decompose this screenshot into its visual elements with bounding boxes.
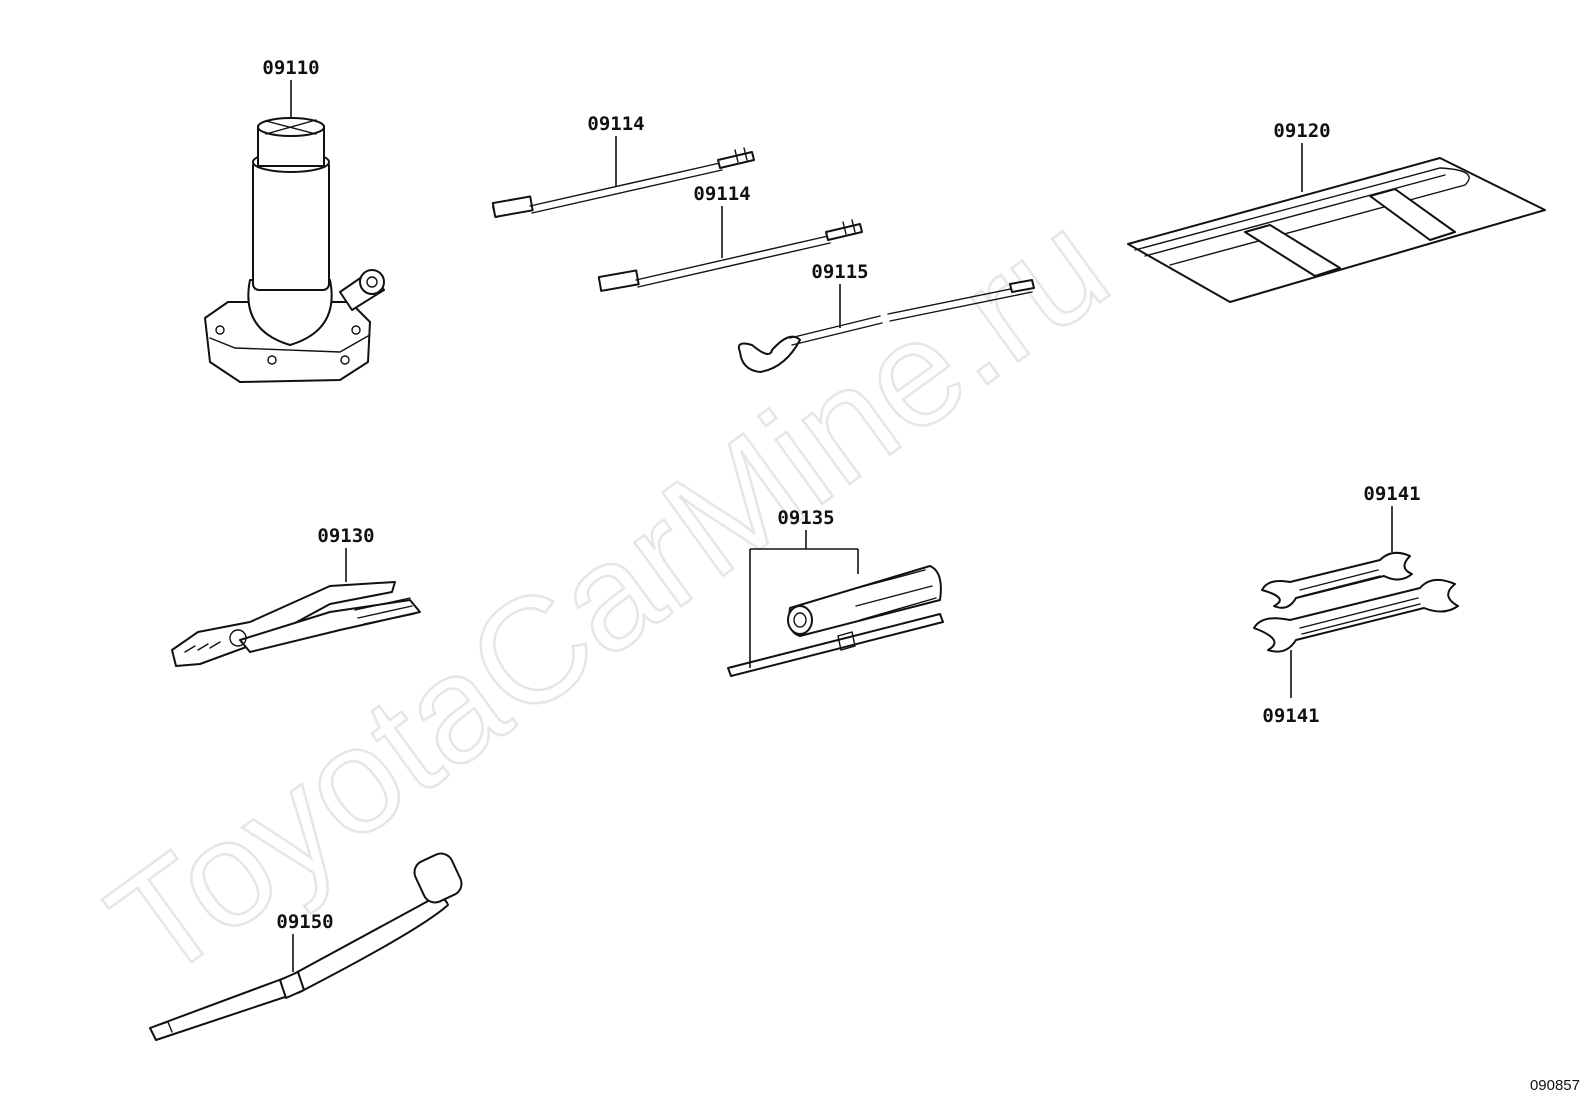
label-09130: 09130: [317, 525, 374, 547]
jack-handle-upper[interactable]: [491, 147, 755, 218]
callout-handle-upper: 09114: [587, 113, 645, 186]
diagram-reference-number: 090857: [1530, 1077, 1580, 1094]
label-09114-upper: 09114: [587, 113, 644, 135]
label-09141-upper: 09141: [1363, 483, 1420, 505]
jack-handle-hook[interactable]: [737, 279, 1035, 373]
tool-bag[interactable]: [1127, 157, 1546, 303]
callout-lug-wrench: 09150: [276, 911, 334, 972]
jack[interactable]: [204, 117, 385, 383]
callout-jack-handle-hook: 09115: [811, 261, 869, 328]
callout-wrench-lower: 09141: [1262, 650, 1320, 727]
callout-tool-bag: 09120: [1273, 120, 1331, 192]
label-09110: 09110: [262, 57, 319, 79]
callout-screwdriver: 09135: [749, 507, 859, 668]
label-09150: 09150: [276, 911, 333, 933]
callout-handle-lower: 09114: [693, 183, 751, 258]
callout-wrench-upper: 09141: [1363, 483, 1421, 552]
label-09135: 09135: [777, 507, 834, 529]
jack-handle-lower[interactable]: [597, 219, 863, 292]
label-09114-lower: 09114: [693, 183, 750, 205]
callout-pliers: 09130: [317, 525, 375, 582]
pliers[interactable]: [171, 581, 421, 667]
wrench-lower[interactable]: [1253, 578, 1459, 653]
screwdriver[interactable]: [727, 565, 944, 677]
wrench-upper[interactable]: [1261, 551, 1413, 609]
callout-jack: 09110: [262, 57, 320, 118]
lug-wrench[interactable]: [149, 850, 465, 1041]
label-09141-lower: 09141: [1262, 705, 1319, 727]
label-09120: 09120: [1273, 120, 1330, 142]
label-09115: 09115: [811, 261, 868, 283]
